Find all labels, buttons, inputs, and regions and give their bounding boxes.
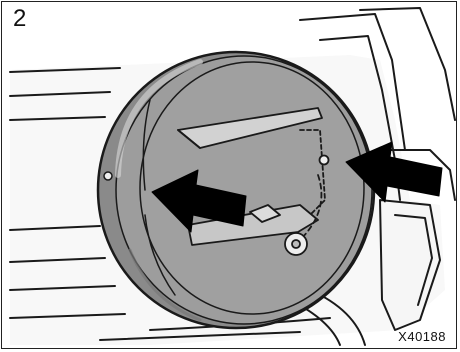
- step-number: 2: [13, 7, 26, 31]
- figure-code: X40188: [398, 330, 446, 343]
